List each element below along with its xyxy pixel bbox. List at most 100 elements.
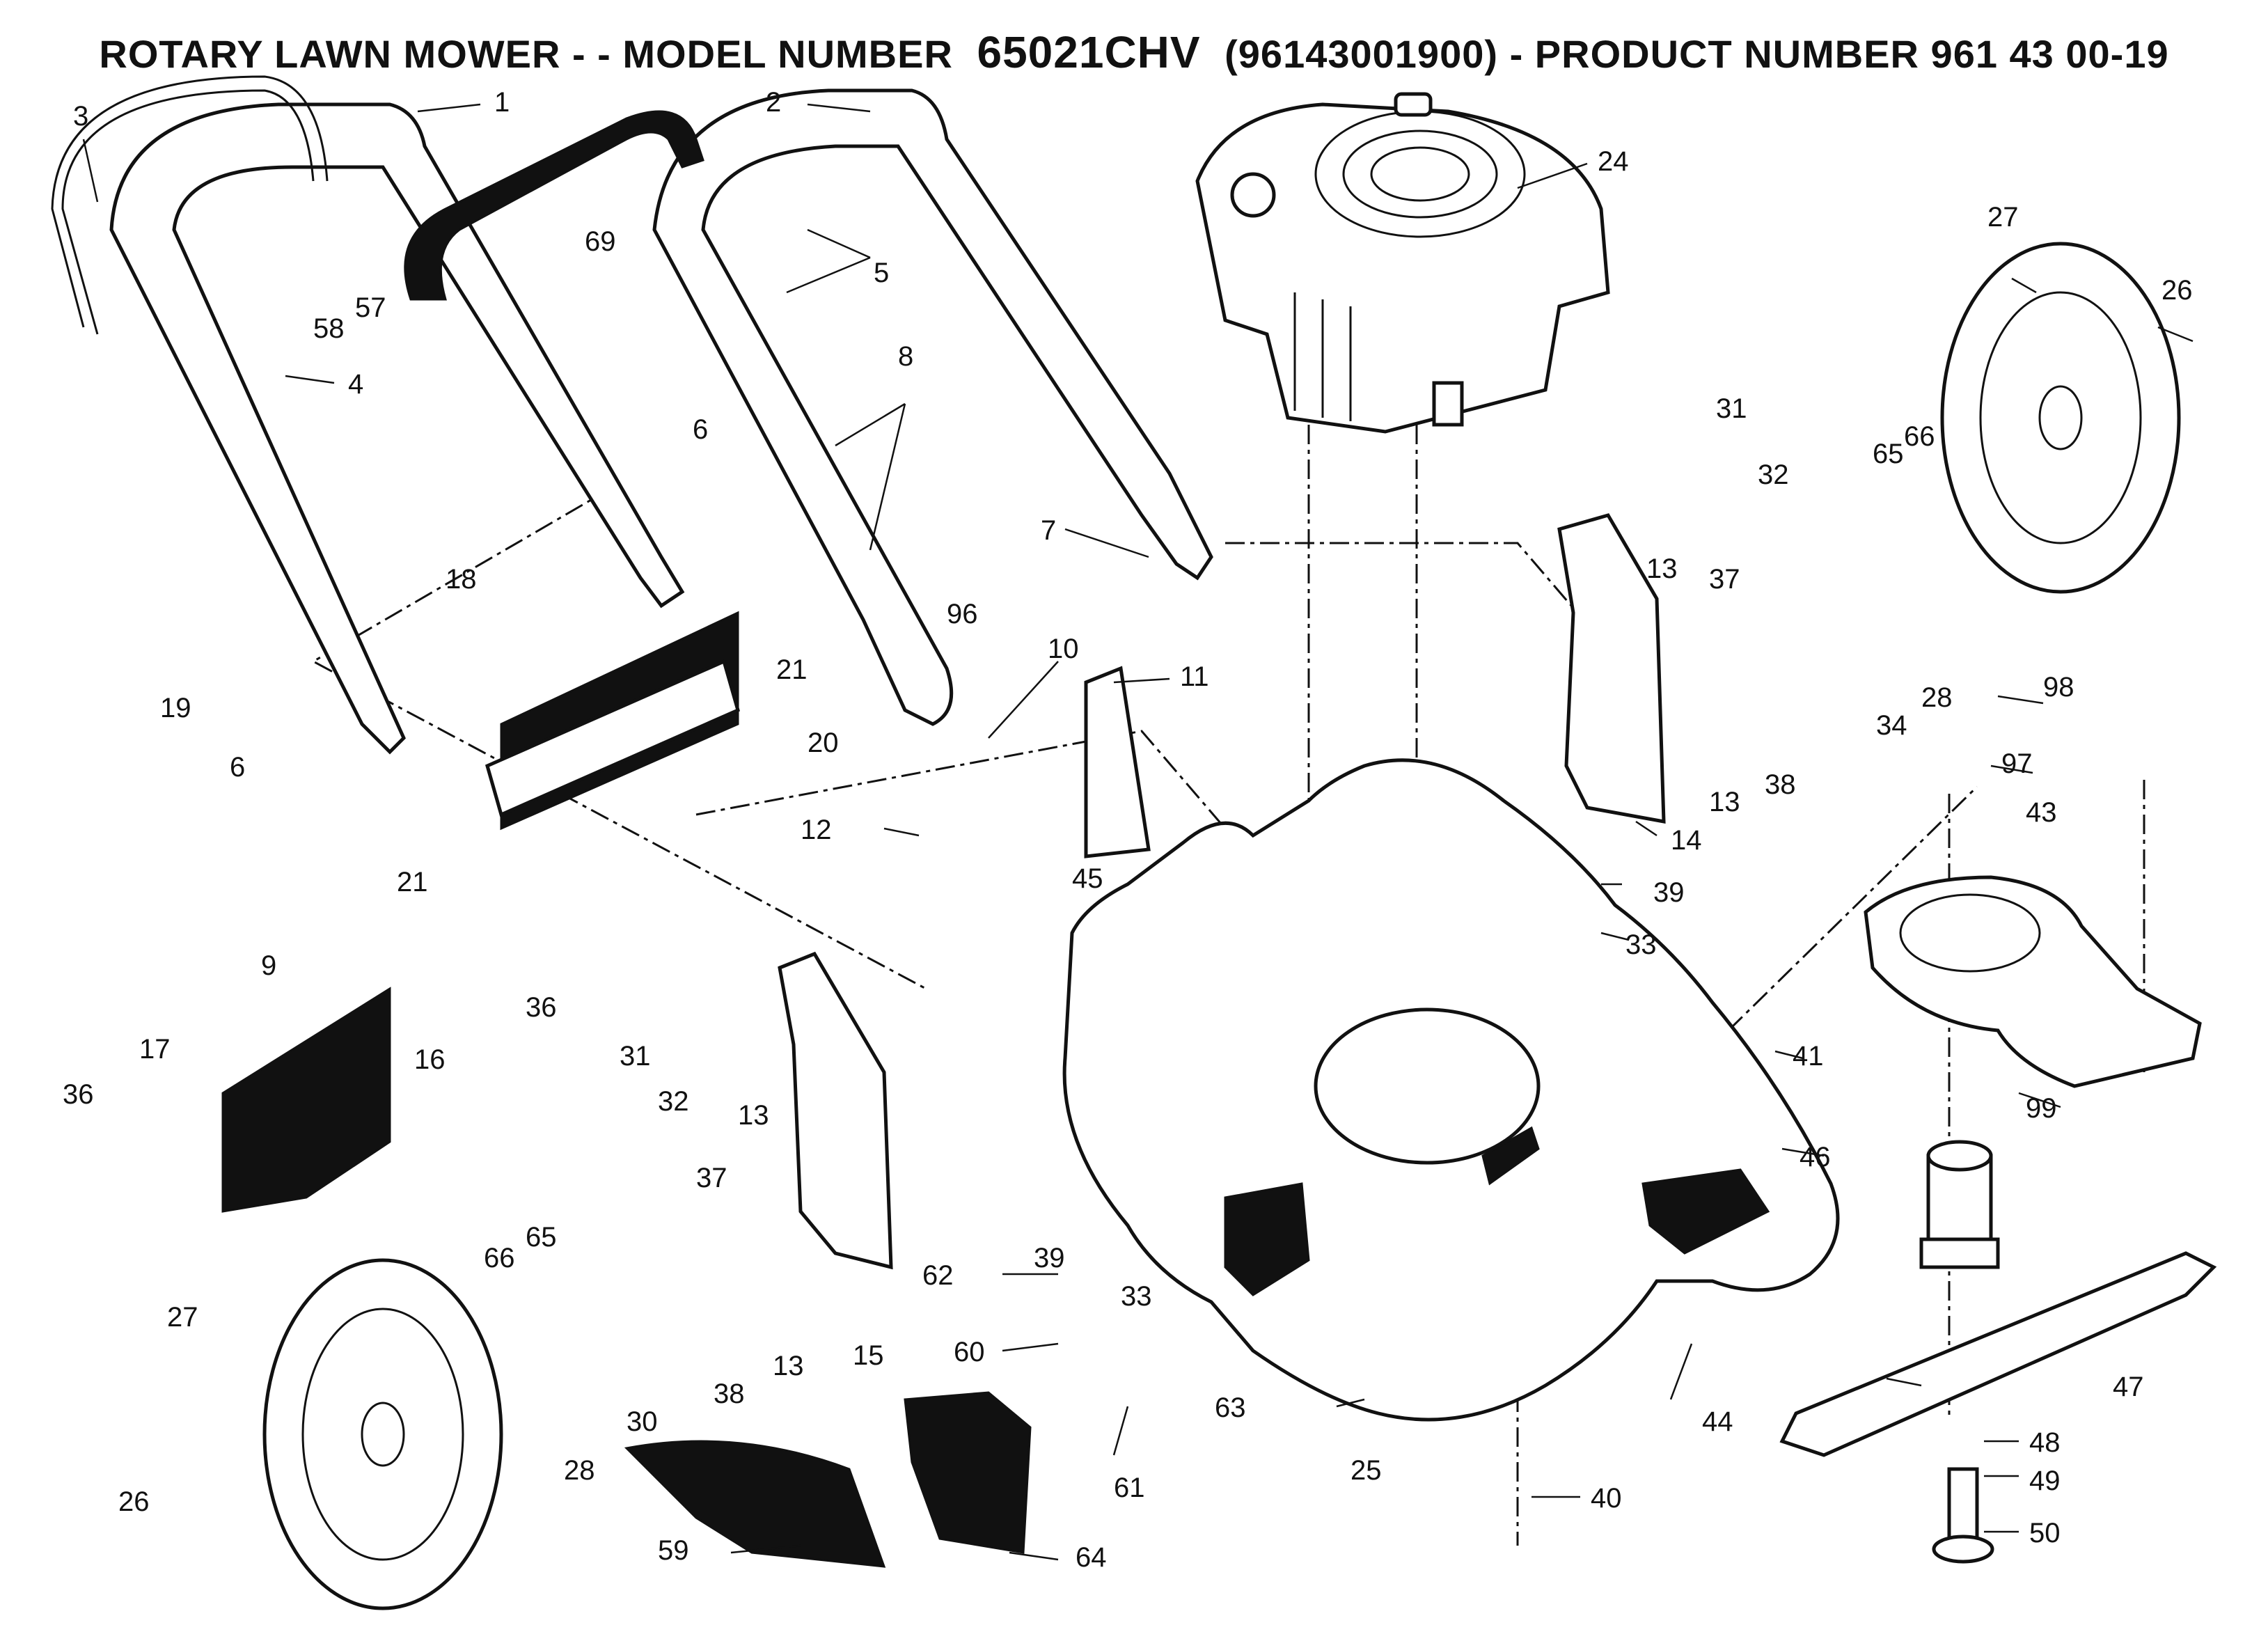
callout-1: 1 [494, 87, 510, 118]
callout-19: 19 [160, 693, 191, 723]
leader-lines [82, 103, 2194, 1561]
callout-20: 20 [808, 728, 839, 758]
callout-8: 8 [898, 341, 913, 372]
callout-46: 46 [1800, 1142, 1831, 1172]
front-wheel [1940, 242, 2181, 594]
rear-wheel [262, 1258, 503, 1610]
callout-38: 38 [1765, 769, 1796, 800]
callout-62: 62 [922, 1260, 954, 1291]
callout-27: 27 [1987, 202, 2019, 233]
callout-65: 65 [1873, 439, 1904, 469]
callout-66: 66 [484, 1243, 515, 1273]
callout-40: 40 [1591, 1483, 1622, 1514]
title-prefix: ROTARY LAWN MOWER - - MODEL NUMBER [99, 32, 953, 76]
left-height-adjuster [778, 951, 893, 1270]
callout-49: 49 [2029, 1466, 2061, 1496]
deflector-shield [1864, 875, 2202, 1088]
front-pivot-bracket [1084, 666, 1151, 858]
callout-57: 57 [355, 292, 386, 323]
callout-28: 28 [564, 1455, 595, 1486]
callout-69: 69 [585, 226, 616, 257]
callout-50: 50 [2029, 1518, 2061, 1548]
callout-37: 37 [696, 1163, 727, 1193]
title-model-number: 65021CHV [977, 27, 1201, 77]
callout-13: 13 [1709, 787, 1740, 817]
callout-6: 6 [230, 752, 245, 783]
callout-11: 11 [1180, 661, 1209, 692]
callout-21: 21 [776, 654, 808, 685]
upper-handle [109, 102, 685, 755]
callout-9: 9 [261, 950, 276, 981]
callout-43: 43 [2026, 797, 2057, 828]
callout-41: 41 [1793, 1041, 1824, 1072]
callout-39: 39 [1653, 877, 1685, 908]
callout-31: 31 [1716, 393, 1747, 424]
diagram-title: ROTARY LAWN MOWER - - MODEL NUMBER 65021… [0, 26, 2268, 78]
callout-61: 61 [1114, 1473, 1145, 1503]
callout-10: 10 [1048, 634, 1079, 664]
callout-65: 65 [526, 1222, 557, 1253]
callout-14: 14 [1671, 825, 1702, 856]
callout-17: 17 [139, 1034, 171, 1065]
callout-39: 39 [1034, 1243, 1065, 1273]
callout-25: 25 [1350, 1455, 1382, 1486]
bail-control-bar [51, 75, 329, 335]
mower-deck [1062, 758, 1840, 1422]
callout-12: 12 [801, 815, 832, 845]
callout-47: 47 [2113, 1372, 2144, 1402]
callout-13: 13 [1646, 554, 1678, 584]
callout-96: 96 [947, 599, 978, 629]
callout-58: 58 [313, 313, 345, 344]
callout-26: 26 [2161, 275, 2193, 306]
blade-adapter [1919, 1140, 2000, 1269]
callout-4: 4 [348, 369, 363, 400]
callout-66: 66 [1904, 421, 1935, 452]
callout-59: 59 [658, 1535, 689, 1566]
callout-33: 33 [1121, 1281, 1152, 1312]
callout-32: 32 [658, 1086, 689, 1117]
callout-32: 32 [1758, 460, 1789, 490]
rear-door [221, 987, 391, 1213]
callout-44: 44 [1702, 1406, 1733, 1437]
callout-labels: 1 2 3 4 5 6 6 7 8 9 10 11 12 13 13 13 13… [63, 87, 2193, 1573]
callout-6: 6 [693, 414, 708, 445]
callout-98: 98 [2043, 672, 2074, 703]
callout-3: 3 [73, 101, 88, 132]
engine [1195, 92, 1610, 434]
callout-64: 64 [1076, 1542, 1107, 1573]
rear-flap [485, 611, 741, 831]
callout-97: 97 [2001, 748, 2033, 779]
callout-24: 24 [1598, 146, 1629, 177]
callout-18: 18 [446, 564, 477, 595]
callout-34: 34 [1876, 710, 1907, 741]
callout-33: 33 [1625, 929, 1657, 960]
callout-16: 16 [414, 1044, 446, 1075]
mower-blade [1779, 1251, 2217, 1457]
callout-13: 13 [738, 1100, 769, 1131]
callout-28: 28 [1921, 682, 1953, 713]
lower-handle [652, 88, 1213, 726]
callout-38: 38 [714, 1379, 745, 1409]
callout-60: 60 [954, 1337, 985, 1367]
right-height-adjuster [1557, 513, 1666, 824]
callout-27: 27 [167, 1302, 198, 1333]
callout-13: 13 [773, 1351, 804, 1381]
callout-45: 45 [1072, 863, 1103, 894]
callout-36: 36 [63, 1079, 94, 1110]
handle-grip [404, 110, 704, 301]
mulch-plug [624, 1391, 1032, 1568]
callout-21: 21 [397, 867, 428, 897]
callout-37: 37 [1709, 564, 1740, 595]
callout-7: 7 [1041, 515, 1056, 546]
callout-63: 63 [1215, 1392, 1246, 1423]
callout-48: 48 [2029, 1427, 2061, 1458]
callout-31: 31 [620, 1041, 651, 1072]
callout-5: 5 [874, 258, 889, 288]
callout-30: 30 [627, 1406, 658, 1437]
callout-26: 26 [118, 1486, 150, 1517]
blade-bolt [1932, 1467, 1994, 1564]
callout-15: 15 [853, 1340, 884, 1371]
callout-2: 2 [766, 87, 781, 118]
callout-99: 99 [2026, 1093, 2057, 1124]
